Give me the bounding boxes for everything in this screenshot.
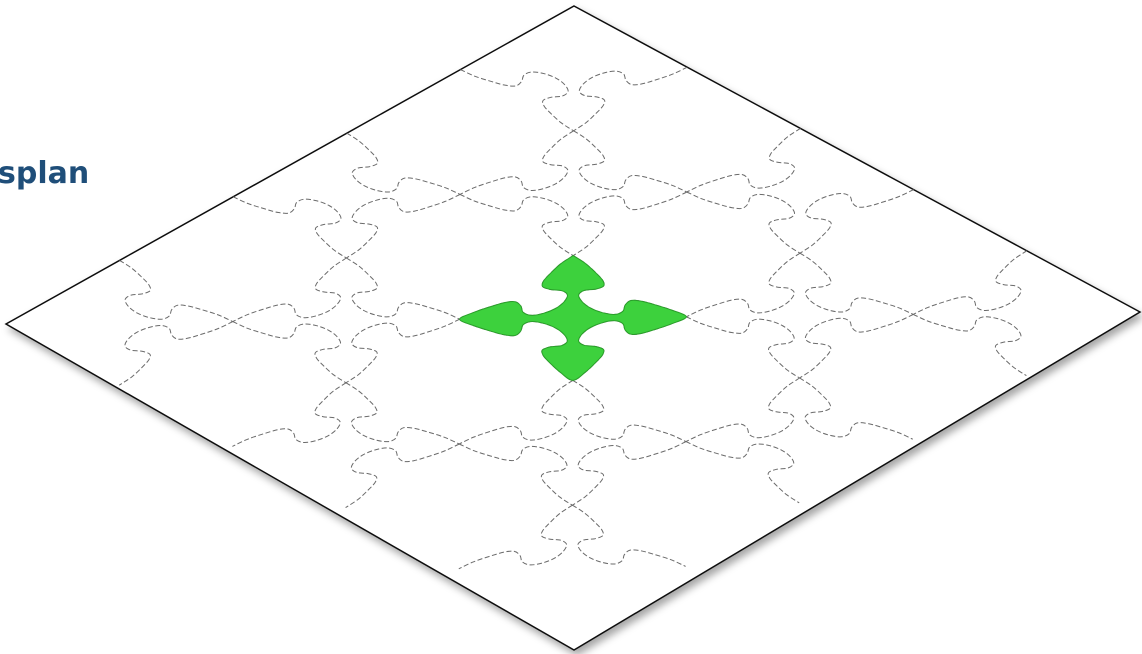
jigsaw-puzzle-diagram [0,0,1142,654]
